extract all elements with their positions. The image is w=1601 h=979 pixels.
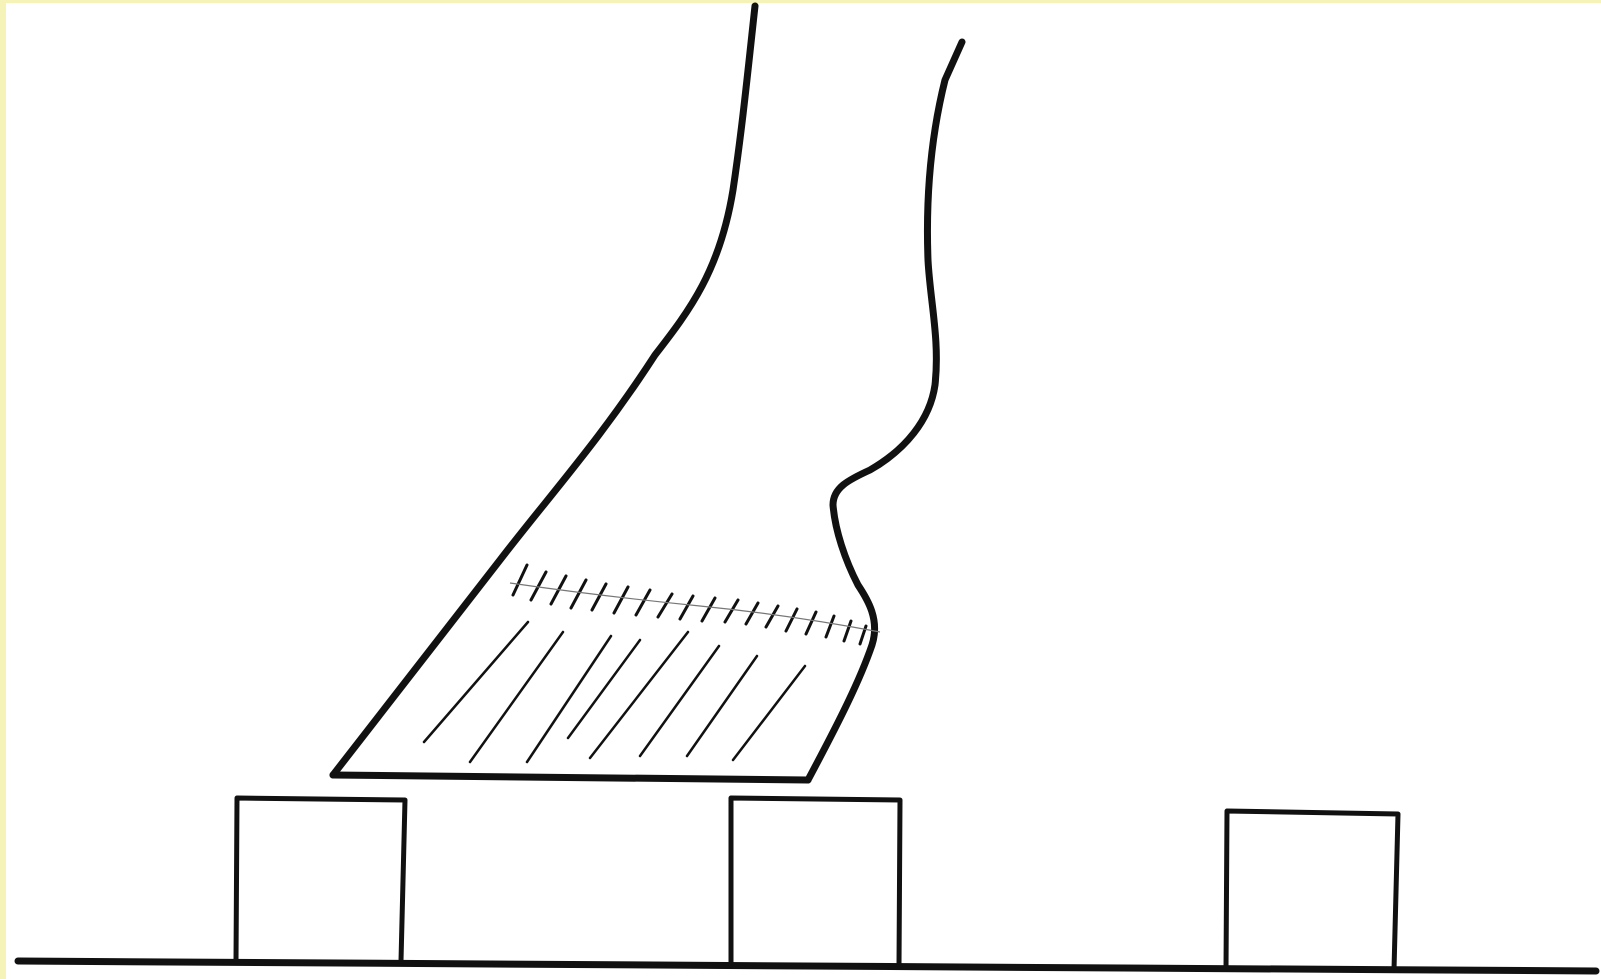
hatch-line: [568, 640, 640, 738]
left-edge: [0, 0, 6, 979]
hatch-line: [733, 666, 805, 760]
hoof-sole: [333, 775, 808, 780]
hatch-mark: [614, 587, 628, 613]
hatch-mark: [636, 590, 650, 615]
block-middle: [731, 798, 900, 966]
hatch-guide-line: [510, 583, 880, 632]
hatch-line: [527, 636, 611, 762]
hatch-mark: [513, 565, 527, 595]
ground-line: [18, 961, 1596, 971]
hoof-back-outline: [808, 42, 962, 780]
hatch-mark: [746, 603, 758, 624]
hoof-wall-hatching: [424, 622, 805, 762]
block-left: [236, 798, 405, 961]
hatch-line: [640, 646, 719, 756]
hatch-mark: [702, 598, 715, 621]
hatch-mark: [725, 600, 738, 622]
block-outline: [731, 798, 900, 966]
hatch-mark: [592, 584, 606, 610]
coronary-band-hatching: [510, 565, 880, 644]
block-outline: [1226, 811, 1398, 970]
block-outline: [236, 798, 405, 961]
hatch-line: [590, 632, 688, 758]
hatch-mark: [571, 580, 586, 608]
block-right: [1226, 811, 1398, 970]
hatch-line: [470, 632, 563, 762]
hatch-mark: [766, 606, 778, 627]
hatch-mark: [786, 609, 797, 631]
top-edge: [0, 0, 1601, 3]
hatch-mark: [806, 612, 816, 634]
hatch-mark: [680, 596, 693, 619]
hatch-mark: [658, 594, 672, 617]
hatch-mark: [826, 616, 834, 637]
hatch-mark: [844, 621, 851, 641]
